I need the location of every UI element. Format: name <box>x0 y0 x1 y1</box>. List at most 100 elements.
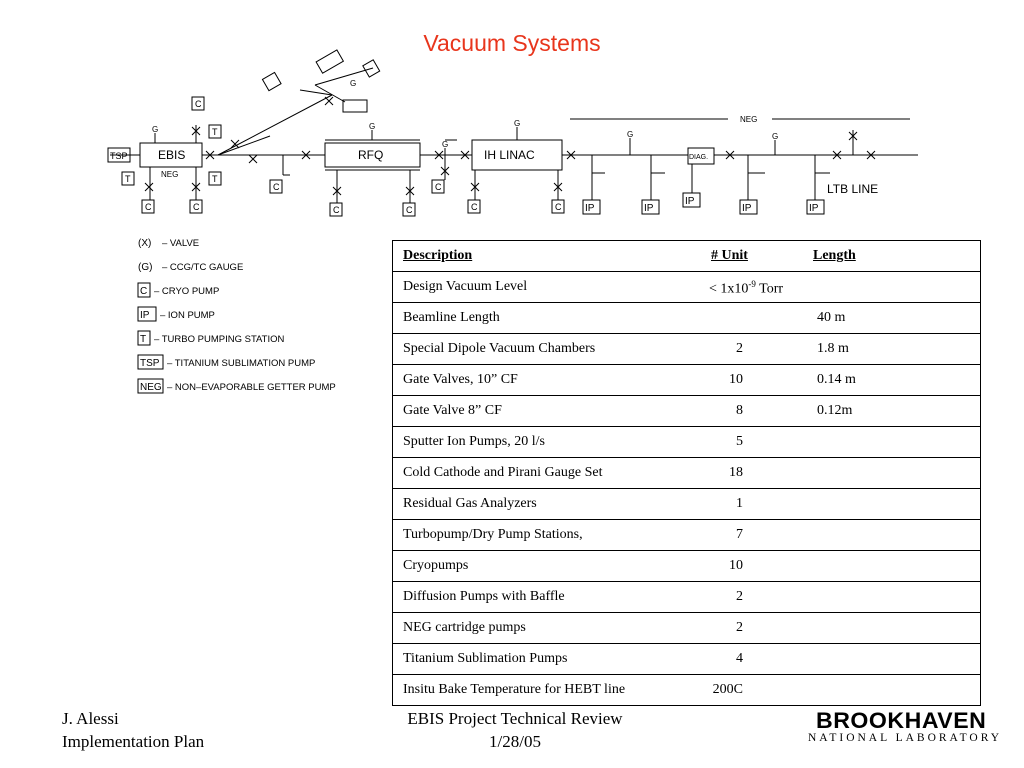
row-content: Titanium Sublimation Pumps 4 <box>393 644 980 674</box>
row-content: NEG cartridge pumps 2 <box>393 613 980 643</box>
gauge-label: G <box>627 130 633 139</box>
unit-base: < 1x10 <box>709 281 749 297</box>
row-content: Gate Valves, 10” CF 10 0.14 m <box>393 365 980 395</box>
legend-symbol-box <box>137 306 157 322</box>
legend-item: NEG– NON–EVAPORABLE GETTER PUMP <box>137 378 336 394</box>
legend-label: – CCG/TC GAUGE <box>162 262 243 273</box>
cryo-label: C <box>406 205 413 215</box>
table-row: Titanium Sublimation Pumps 4 <box>392 643 981 675</box>
row-description: Special Dipole Vacuum Chambers <box>403 341 596 356</box>
row-description: Cryopumps <box>403 558 469 573</box>
row-length: 1.8 m <box>817 341 849 356</box>
ion-pump-label: IP <box>809 203 819 214</box>
turbo-label: T <box>125 174 131 184</box>
cryo-label: C <box>555 202 562 212</box>
row-unit: 200C <box>712 682 743 697</box>
tsp-label: TSP <box>110 151 128 161</box>
legend-item: (G) – CCG/TC GAUGE <box>138 262 243 273</box>
gauge-label: G <box>369 122 375 131</box>
row-length: 40 m <box>817 310 846 325</box>
table-row: Turbopump/Dry Pump Stations, 7 <box>392 519 981 551</box>
cryo-label: C <box>273 182 280 192</box>
cryo-label: C <box>193 202 200 212</box>
footer-review-block: EBIS Project Technical Review 1/28/05 <box>370 707 660 753</box>
gauge-label: G <box>514 119 520 128</box>
legend-item: IP– ION PUMP <box>137 306 215 322</box>
legend-label: – VALVE <box>162 238 199 249</box>
unit-exponent: -9 <box>748 279 756 289</box>
row-unit: 4 <box>736 651 743 666</box>
legend-symbol: (G) <box>138 262 152 273</box>
unit-tail: Torr <box>755 281 784 297</box>
row-description: Design Vacuum Level <box>403 279 528 294</box>
ih-linac-label: IH LINAC <box>484 148 535 162</box>
cryo-label: C <box>145 202 152 212</box>
legend-symbol: T <box>140 334 146 345</box>
legend-symbol-box <box>137 282 151 298</box>
legend-label: – TURBO PUMPING STATION <box>154 334 285 345</box>
row-unit: 10 <box>729 558 743 573</box>
legend-label: – ION PUMP <box>160 310 215 321</box>
row-description: Gate Valves, 10” CF <box>403 372 518 387</box>
legend-item: (X)– VALVE <box>138 238 199 249</box>
ion-pump-label: IP <box>742 203 752 214</box>
row-unit: < 1x10-9 Torr <box>709 279 783 298</box>
logo-main-text: BROOKHAVEN <box>816 708 987 733</box>
row-description: Diffusion Pumps with Baffle <box>403 589 565 604</box>
row-unit: 7 <box>736 527 743 542</box>
header-length: Length <box>813 248 856 263</box>
ion-pump-label: IP <box>644 203 654 214</box>
neg-top-label: NEG <box>740 115 757 124</box>
logo-sub-text: NATIONAL LABORATORY <box>808 732 1003 744</box>
gauge-label: G <box>152 125 158 134</box>
table-cell: Titanium Sublimation Pumps 4 <box>392 643 981 675</box>
row-unit: 2 <box>736 620 743 635</box>
section-name: Implementation Plan <box>62 732 205 751</box>
row-description: NEG cartridge pumps <box>403 620 526 635</box>
row-length: 0.14 m <box>817 372 856 387</box>
table-cell: Design Vacuum Level < 1x10-9 Torr <box>392 271 981 303</box>
legend-symbol: C <box>140 286 147 297</box>
table-cell: Turbopump/Dry Pump Stations, 7 <box>392 519 981 551</box>
row-description: Sputter Ion Pumps, 20 l/s <box>403 434 545 449</box>
author-name: J. Alessi <box>62 709 119 728</box>
table-row: Design Vacuum Level < 1x10-9 Torr <box>392 271 981 303</box>
header-description: Description <box>403 248 473 263</box>
gauge-label: G <box>350 79 356 88</box>
row-description: Titanium Sublimation Pumps <box>403 651 568 666</box>
row-unit: 10 <box>729 372 743 387</box>
row-content: Design Vacuum Level < 1x10-9 Torr <box>393 272 980 302</box>
row-description: Gate Valve 8” CF <box>403 403 502 418</box>
gauge-label: G <box>442 140 448 149</box>
slide-title: Vacuum Systems <box>423 30 601 56</box>
table-cell: Cryopumps 10 <box>392 550 981 582</box>
ion-pump-label: IP <box>585 203 595 214</box>
cryo-label: C <box>333 205 340 215</box>
review-date: 1/28/05 <box>489 732 541 751</box>
row-length: 0.12m <box>817 403 853 418</box>
row-description: Turbopump/Dry Pump Stations, <box>403 527 583 542</box>
legend-symbol: TSP <box>140 358 160 369</box>
legend-symbol-box <box>137 378 164 394</box>
rfq-label: RFQ <box>358 148 383 162</box>
